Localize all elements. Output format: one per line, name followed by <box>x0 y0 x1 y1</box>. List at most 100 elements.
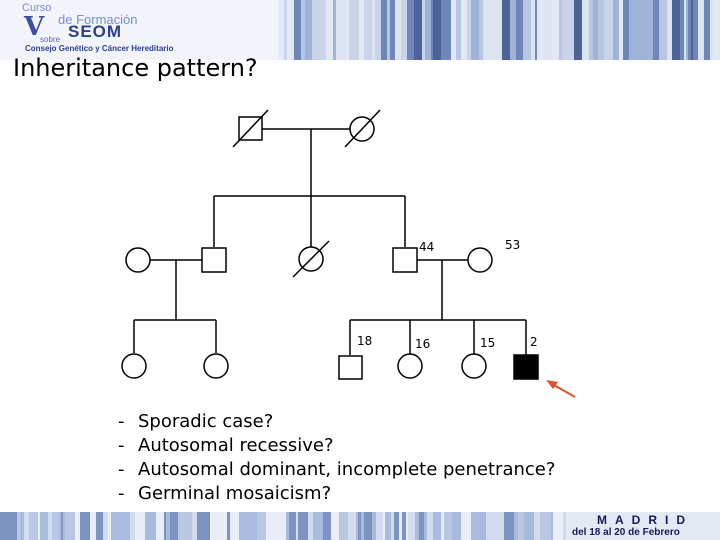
stripe <box>372 0 375 60</box>
stripe <box>336 0 346 60</box>
stripe <box>63 512 65 540</box>
stripe <box>397 0 401 60</box>
stripe <box>289 512 296 540</box>
stripe <box>461 0 467 60</box>
inheritance-options-list: -Sporadic case? -Autosomal recessive? -A… <box>118 410 555 506</box>
stripe <box>249 512 257 540</box>
stripe <box>348 512 356 540</box>
stripe <box>152 512 156 540</box>
stripe <box>381 0 387 60</box>
stripe <box>298 512 308 540</box>
stripe <box>108 512 111 540</box>
stripe <box>433 0 441 60</box>
stripe <box>266 512 271 540</box>
stripe <box>0 512 8 540</box>
logo-line-formacion: de Formación <box>58 12 138 27</box>
stripe <box>537 0 544 60</box>
stripe <box>296 512 298 540</box>
stripe <box>523 0 531 60</box>
stripe <box>452 512 461 540</box>
gen3-brother-18-symbol <box>338 355 363 380</box>
stripe <box>372 512 376 540</box>
gen3-sister-15-symbol <box>461 353 487 379</box>
stripe <box>638 0 641 60</box>
stripe <box>641 0 648 60</box>
stripe <box>399 512 402 540</box>
stripe <box>318 0 326 60</box>
stripe <box>467 0 471 60</box>
stripe <box>356 512 358 540</box>
stripe <box>444 512 448 540</box>
stripe <box>364 512 372 540</box>
stripe <box>492 0 502 60</box>
option-germinal-mosaicism: Germinal mosaicism? <box>138 483 332 504</box>
stripe <box>422 0 425 60</box>
stripe <box>387 0 390 60</box>
logo-line-subject: Consejo Genético y Cáncer Hereditario <box>25 44 174 53</box>
stripe <box>574 0 582 60</box>
stripe <box>478 512 486 540</box>
stripe <box>448 512 452 540</box>
gen3-sister-16-symbol <box>397 353 423 379</box>
stripe <box>308 512 313 540</box>
age-label-gen2-male: 44 <box>419 240 434 254</box>
stripe <box>359 0 364 60</box>
age-label-gen2-female: 53 <box>505 238 520 252</box>
stripe <box>713 0 720 60</box>
stripe <box>613 0 619 60</box>
stripe <box>121 512 130 540</box>
age-label-proband: 2 <box>530 335 538 349</box>
logo-panel <box>0 0 278 60</box>
stripe <box>698 0 704 60</box>
stripe <box>305 0 312 60</box>
stripe <box>516 0 520 60</box>
stripe <box>294 0 301 60</box>
stripe <box>395 0 397 60</box>
deceased-slash-grandmother <box>344 109 381 148</box>
stripe <box>553 512 563 540</box>
stripe <box>166 512 170 540</box>
stripe <box>278 0 284 60</box>
stripe <box>230 512 236 540</box>
logo-line-curso: Curso <box>22 2 52 14</box>
stripe <box>286 512 289 540</box>
option-autosomal-recessive: Autosomal recessive? <box>138 435 334 456</box>
stripe <box>559 0 562 60</box>
proband-affected-symbol <box>513 354 539 380</box>
stripe <box>111 512 121 540</box>
stripe <box>401 0 407 60</box>
stripe <box>572 0 574 60</box>
stripe <box>145 512 152 540</box>
stripe <box>604 0 613 60</box>
deceased-slash-grandfather <box>232 109 269 148</box>
stripe <box>688 0 691 60</box>
stripe <box>20 512 24 540</box>
stripe <box>691 0 693 60</box>
stripe <box>59 512 61 540</box>
stripe <box>659 0 661 60</box>
stripe <box>333 0 336 60</box>
stripe <box>361 512 364 540</box>
deceased-slash-female-b <box>292 240 330 278</box>
stripe <box>514 512 518 540</box>
stripe <box>544 0 546 60</box>
stripe <box>313 512 323 540</box>
stripe <box>407 0 414 60</box>
stripe <box>257 512 266 540</box>
stripe <box>227 512 230 540</box>
stripe <box>364 0 372 60</box>
footer-dates: del 18 al 20 de Febrero <box>572 527 680 538</box>
slide-title: Inheritance pattern? <box>13 54 258 82</box>
stripe <box>8 512 17 540</box>
footer-text-panel <box>566 512 720 540</box>
stripe <box>61 512 63 540</box>
stripe <box>535 0 537 60</box>
stripe <box>684 0 686 60</box>
gen3-cousin-female-2-symbol <box>203 353 229 379</box>
stripe <box>331 512 339 540</box>
stripe <box>495 512 504 540</box>
stripe <box>375 0 381 60</box>
logo-line-sobre: sobre <box>40 35 61 44</box>
stripe <box>17 512 20 540</box>
stripe <box>427 512 433 540</box>
